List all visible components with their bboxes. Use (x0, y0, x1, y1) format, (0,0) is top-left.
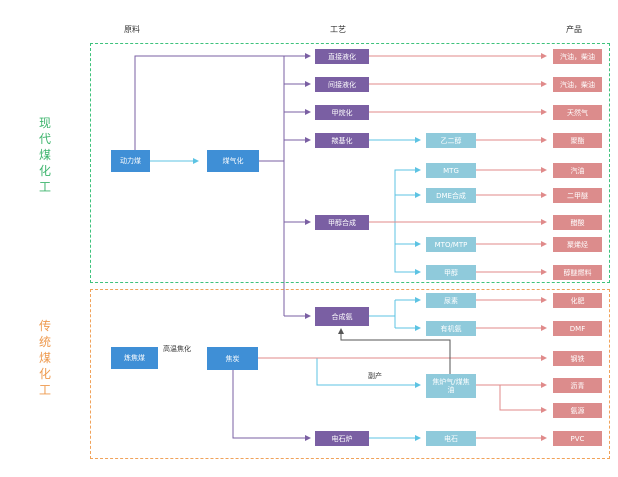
box-methanol: 甲醇 (426, 265, 476, 280)
box-calcium-carbide-furnace: 电石炉 (315, 431, 369, 446)
box-organic-ammonia: 有机氨 (426, 321, 476, 336)
box-direct-liquefaction: 直接液化 (315, 49, 369, 64)
box-ethylene-glycol: 乙二醇 (426, 133, 476, 148)
section-modern: 现代煤化工 (38, 116, 51, 194)
red-connectors (258, 53, 547, 441)
header-process: 工艺 (330, 25, 346, 34)
product-pvc: PVC (553, 431, 602, 446)
section-traditional: 传统煤化工 (38, 319, 51, 397)
box-coking-coal: 炼焦煤 (111, 347, 158, 369)
label-byproduct: 副产 (368, 372, 382, 380)
box-thermal-coal: 动力煤 (111, 150, 150, 172)
label-high-temp-coking: 高温焦化 (163, 345, 191, 353)
box-ammonia-synthesis: 合成氨 (315, 307, 369, 326)
box-dme-synthesis: DME合成 (426, 188, 476, 203)
box-carbonylation: 羰基化 (315, 133, 369, 148)
modern-region-frame (90, 43, 610, 283)
product-gasoline-diesel-2: 汽油，柴油 (553, 77, 602, 92)
box-mto-mtp: MTO/MTP (426, 237, 476, 252)
product-fertilizer: 化肥 (553, 293, 602, 308)
traditional-region-frame (90, 289, 610, 459)
product-natural-gas: 天然气 (553, 105, 602, 120)
product-dimethyl-ether: 二甲醚 (553, 188, 602, 203)
product-alcohol-ether-fuel: 醇醚燃料 (553, 265, 602, 280)
header-product: 产品 (566, 25, 582, 34)
product-asphalt: 沥青 (553, 378, 602, 393)
product-steel: 钢铁 (553, 351, 602, 366)
box-urea: 尿素 (426, 293, 476, 308)
product-ammonia-source: 氨源 (553, 403, 602, 418)
gray-feedback-connector (338, 328, 451, 374)
cyan-connectors (150, 137, 421, 441)
product-gasoline: 汽油 (553, 163, 602, 178)
product-acetic-acid: 醋酸 (553, 215, 602, 230)
box-mtg: MTG (426, 163, 476, 178)
box-gasification: 煤气化 (207, 150, 259, 172)
box-coke: 焦炭 (207, 347, 258, 370)
product-dmf: DMF (553, 321, 602, 336)
product-gasoline-diesel-1: 汽油，柴油 (553, 49, 602, 64)
box-methanol-synthesis: 甲醇合成 (315, 215, 369, 230)
purple-connectors (134, 53, 311, 441)
box-methanation: 甲烷化 (315, 105, 369, 120)
product-polyolefin: 聚烯烃 (553, 237, 602, 252)
box-calcium-carbide: 电石 (426, 431, 476, 446)
box-coke-gas-tar: 焦炉气/煤焦油 (426, 374, 476, 398)
product-polyester: 聚酯 (553, 133, 602, 148)
header-raw: 原料 (124, 25, 140, 34)
box-indirect-liquefaction: 间接液化 (315, 77, 369, 92)
